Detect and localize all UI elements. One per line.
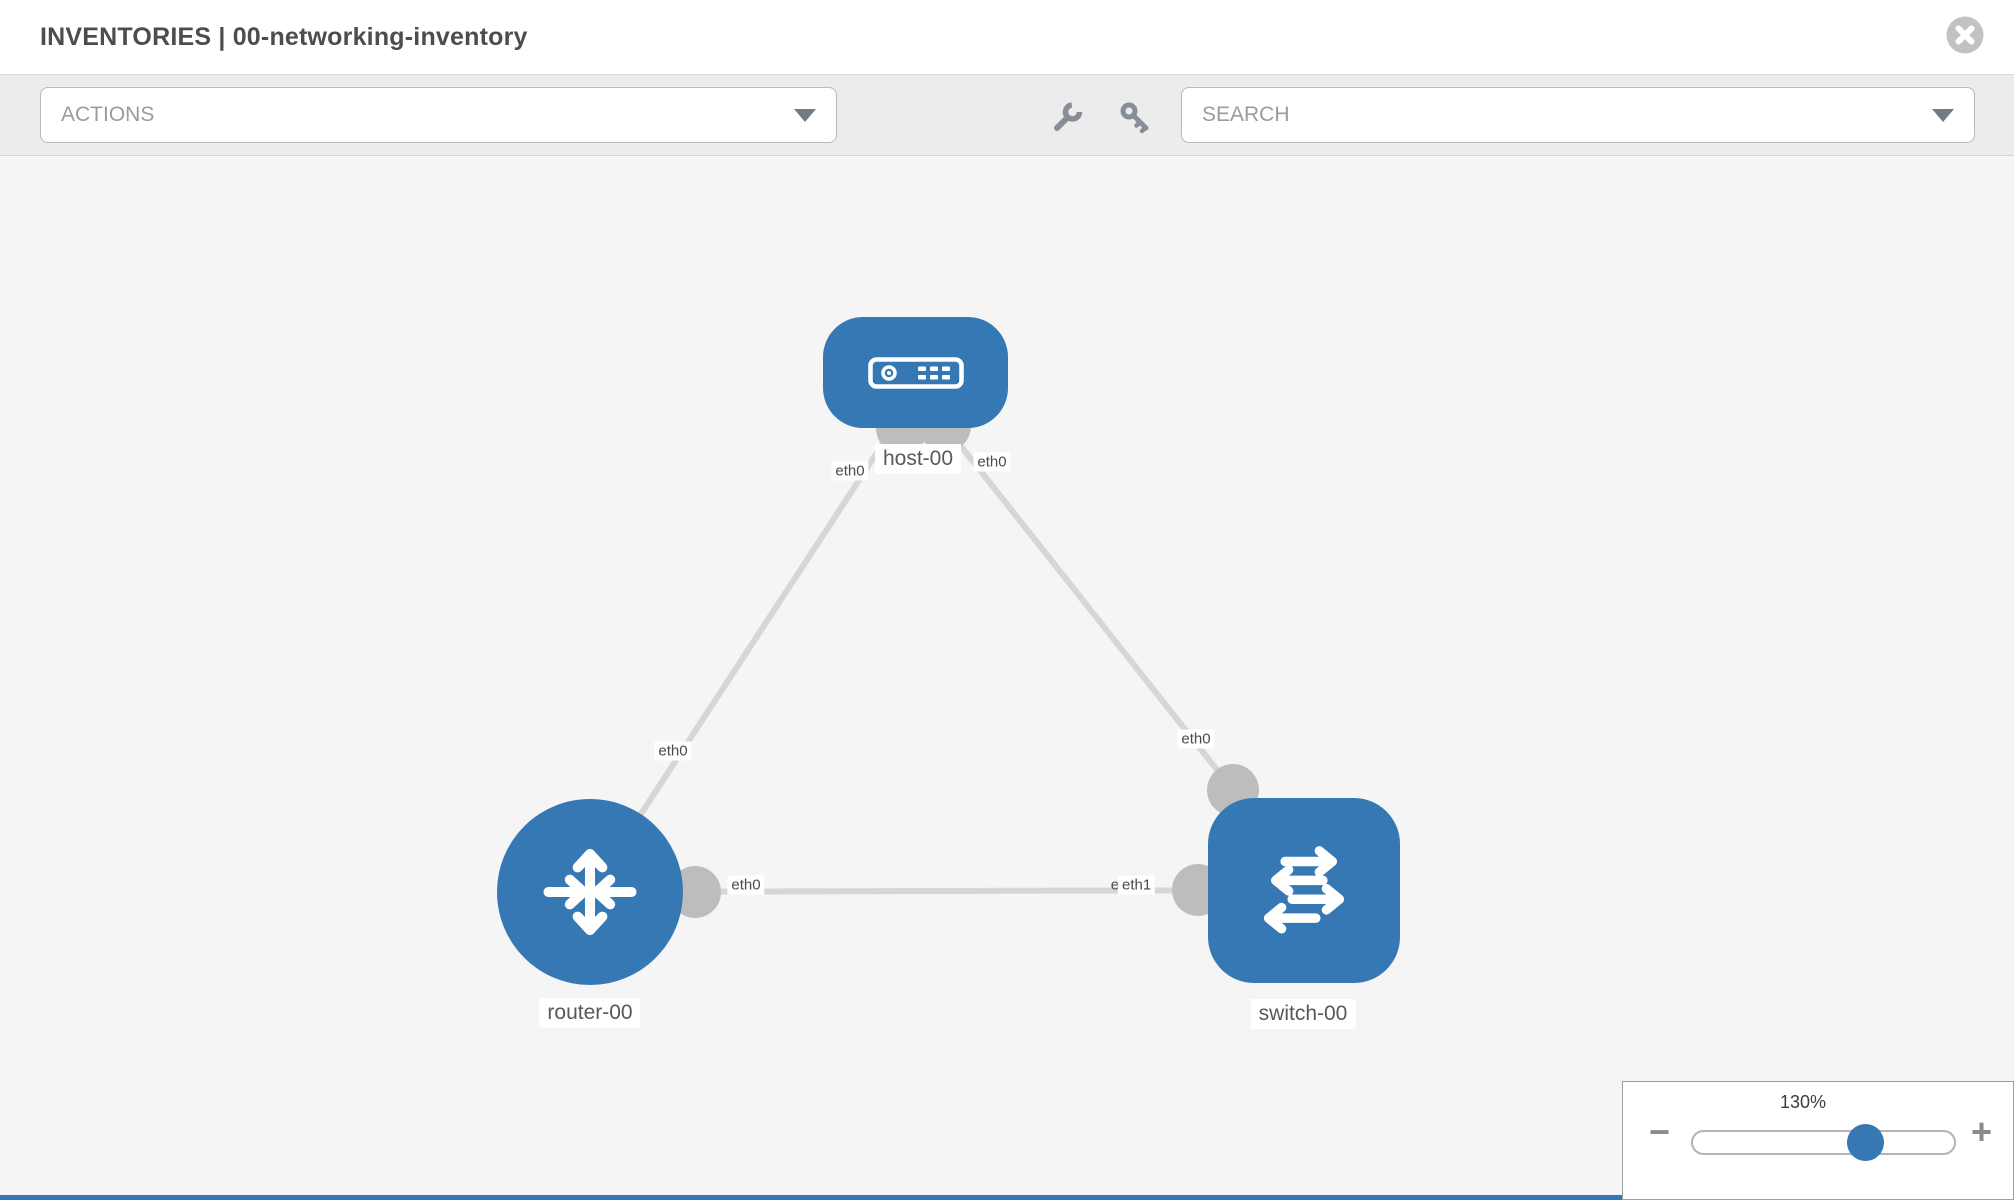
zoom-level-value: 130% xyxy=(1779,1092,1827,1112)
toolbar: ACTIONS SEARCH xyxy=(0,74,2014,156)
search-dropdown[interactable]: SEARCH xyxy=(1181,87,1975,143)
interface-label-switch-eth1: eth1 xyxy=(1118,875,1156,895)
zoom-out-button[interactable]: − xyxy=(1649,1114,1670,1150)
node-label-router-00: router-00 xyxy=(539,998,641,1028)
chevron-down-icon xyxy=(794,109,816,122)
topology-canvas[interactable]: host-00 router-00 switch-00 eth0 eth0 et… xyxy=(0,156,2014,1200)
zoom-in-button[interactable]: + xyxy=(1971,1114,1992,1150)
close-icon xyxy=(1946,16,1984,54)
interface-label-switch-overlapping: eth0 eth1 xyxy=(1109,875,1156,895)
minus-icon: − xyxy=(1649,1111,1671,1152)
key-icon xyxy=(1120,102,1149,133)
interface-label-host-eth0-left: eth0 xyxy=(831,461,869,481)
bottom-accent-bar xyxy=(0,1195,2014,1200)
zoom-slider-track[interactable] xyxy=(1691,1124,1956,1161)
node-switch-00[interactable] xyxy=(1208,798,1400,983)
chevron-down-icon xyxy=(1932,109,1954,122)
zoom-slider-thumb[interactable] xyxy=(1847,1124,1884,1161)
page-title: INVENTORIES | 00-networking-inventory xyxy=(40,22,528,51)
router-icon xyxy=(543,848,637,936)
link-host-switch[interactable] xyxy=(942,424,1236,792)
key-credentials-button[interactable] xyxy=(1119,101,1151,133)
actions-dropdown[interactable]: ACTIONS xyxy=(40,87,837,143)
interface-label-router-eth0-horizontal: eth0 xyxy=(727,875,765,895)
plus-icon: + xyxy=(1971,1111,1993,1152)
node-router-00[interactable] xyxy=(497,799,683,985)
zoom-control-panel: 130% − + xyxy=(1622,1081,2014,1200)
host-icon xyxy=(867,356,964,389)
search-dropdown-label: SEARCH xyxy=(1202,103,1290,126)
header: INVENTORIES | 00-networking-inventory xyxy=(0,0,2014,74)
configure-tools-button[interactable] xyxy=(1052,101,1084,133)
switch-icon xyxy=(1263,845,1345,933)
interface-label-router-eth0: eth0 xyxy=(654,741,692,761)
node-host-00[interactable] xyxy=(823,317,1008,428)
interface-label-host-eth0-right: eth0 xyxy=(973,452,1011,472)
actions-dropdown-label: ACTIONS xyxy=(61,103,155,126)
node-label-switch-00: switch-00 xyxy=(1250,999,1356,1029)
wrench-icon xyxy=(1054,102,1083,131)
interface-label-switch-eth0: eth0 xyxy=(1177,729,1215,749)
node-label-host-00: host-00 xyxy=(874,444,962,474)
close-button[interactable] xyxy=(1946,16,1984,54)
